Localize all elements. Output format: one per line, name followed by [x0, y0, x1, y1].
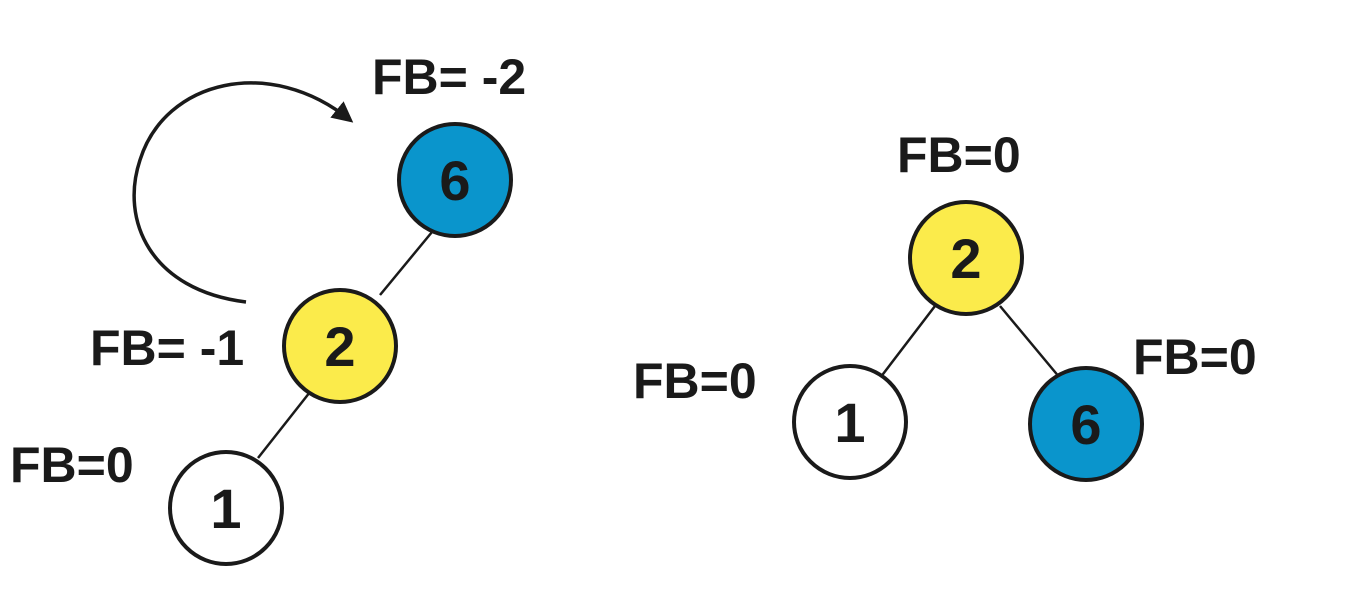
before-tree: 6 FB= -2 2 FB= -1 1 FB=0	[10, 49, 526, 566]
before-node-6-circle	[397, 122, 513, 238]
after-node-1-balance-label: FB=0	[633, 353, 757, 409]
after-node-6-balance-label: FB=0	[1133, 329, 1257, 385]
before-node-1-circle	[168, 450, 284, 566]
after-edge-2-6	[999, 305, 1061, 379]
before-node-2-balance-label: FB= -1	[90, 320, 244, 376]
before-node-2: 2	[282, 288, 398, 404]
after-node-6-circle	[1028, 366, 1144, 482]
before-node-2-value: 2	[324, 315, 355, 378]
before-node-1: 1	[168, 450, 284, 566]
before-node-6-value: 6	[439, 149, 470, 212]
after-node-2-balance-label: FB=0	[897, 127, 1021, 183]
before-node-6-balance-label: FB= -2	[372, 49, 526, 105]
after-node-1-value: 1	[834, 391, 865, 454]
after-node-2: 2	[908, 200, 1024, 316]
before-node-1-balance-label: FB=0	[10, 437, 134, 493]
after-edge-2-1	[879, 305, 936, 379]
after-node-6-value: 6	[1070, 393, 1101, 456]
after-node-2-circle	[908, 200, 1024, 316]
rotation-arrow-icon	[132, 81, 354, 304]
after-node-6: 6	[1028, 366, 1144, 482]
before-node-6: 6	[397, 122, 513, 238]
before-edge-6-2	[379, 231, 433, 296]
after-tree: 2 FB=0 1 FB=0 6 FB=0	[633, 127, 1257, 482]
after-node-1-circle	[792, 364, 908, 480]
after-node-2-value: 2	[950, 227, 981, 290]
before-node-2-circle	[282, 288, 398, 404]
before-edge-2-1	[257, 391, 311, 459]
before-node-1-value: 1	[210, 477, 241, 540]
after-node-1: 1	[792, 364, 908, 480]
